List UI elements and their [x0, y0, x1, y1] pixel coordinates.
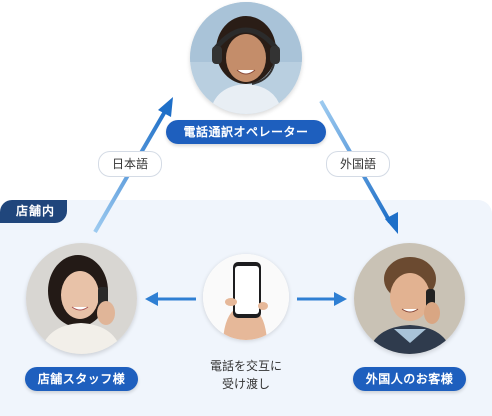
- operator-photo: [190, 2, 302, 114]
- arrow-to-customer: [297, 292, 347, 306]
- language-tag-foreign: 外国語: [326, 151, 390, 177]
- staff-label: 店舗スタッフ様: [25, 367, 138, 391]
- handover-caption: 電話を交互に 受け渡し: [178, 357, 314, 393]
- staff-photo: [26, 243, 137, 354]
- arrow-to-staff: [145, 292, 196, 306]
- smartphone-icon: [203, 254, 289, 340]
- handover-line-1: 電話を交互に: [209, 359, 282, 373]
- operator-label: 電話通訳オペレーター: [166, 120, 326, 144]
- in-store-tab: 店舗内: [0, 200, 68, 223]
- language-tag-japanese: 日本語: [98, 151, 162, 177]
- handover-line-2: 受け渡し: [221, 377, 270, 391]
- customer-label: 外国人のお客様: [353, 367, 466, 391]
- customer-photo: [354, 243, 465, 354]
